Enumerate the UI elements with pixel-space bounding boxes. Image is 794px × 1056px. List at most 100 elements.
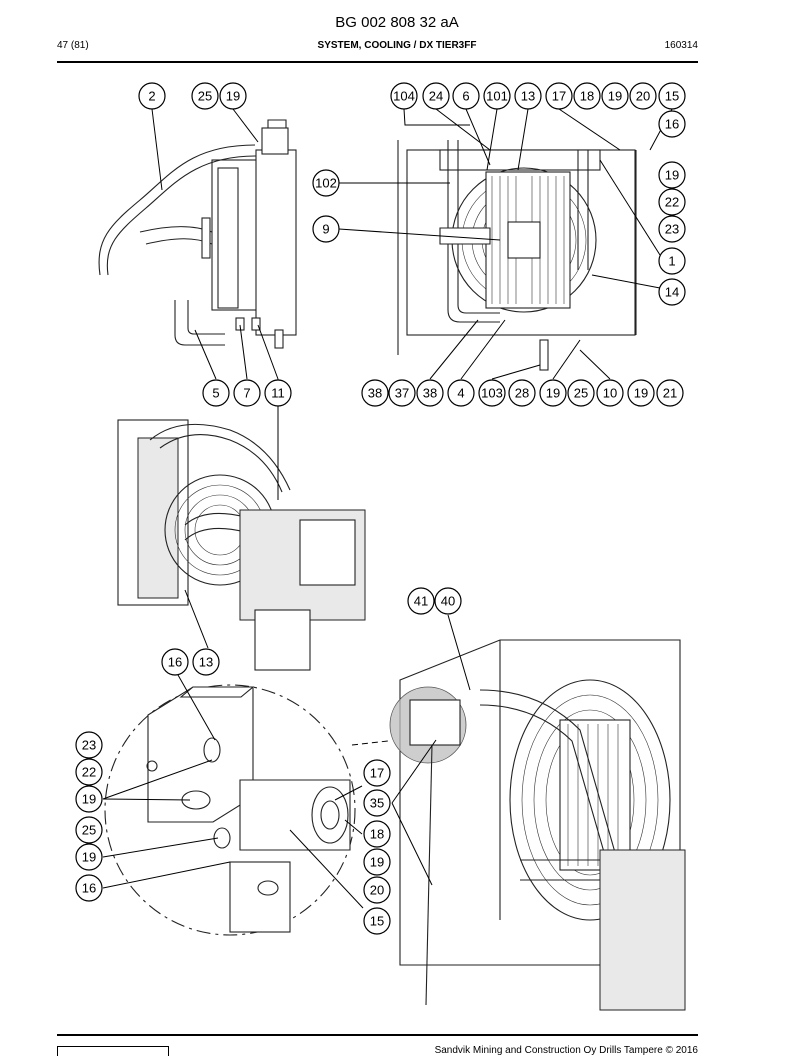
callout-c33: 10 bbox=[596, 379, 624, 407]
bracket-detail-view bbox=[104, 684, 389, 936]
callout-c25: 38 bbox=[361, 379, 389, 407]
callout-c27: 38 bbox=[416, 379, 444, 407]
svg-text:38: 38 bbox=[368, 386, 382, 401]
callout-c13: 15 bbox=[658, 82, 686, 110]
svg-text:22: 22 bbox=[665, 195, 679, 210]
callout-c41: 22 bbox=[75, 758, 103, 786]
svg-text:6: 6 bbox=[462, 89, 469, 104]
svg-text:20: 20 bbox=[636, 89, 650, 104]
callout-c18: 1 bbox=[658, 247, 686, 275]
callout-c43: 25 bbox=[75, 816, 103, 844]
svg-text:17: 17 bbox=[370, 766, 384, 781]
callout-c50: 20 bbox=[363, 876, 391, 904]
svg-text:16: 16 bbox=[168, 655, 182, 670]
svg-text:13: 13 bbox=[521, 89, 535, 104]
svg-text:18: 18 bbox=[580, 89, 594, 104]
callout-c42: 19 bbox=[75, 785, 103, 813]
callout-c48: 18 bbox=[363, 820, 391, 848]
svg-text:38: 38 bbox=[423, 386, 437, 401]
callout-c37: 40 bbox=[434, 587, 462, 615]
callout-c6: 6 bbox=[452, 82, 480, 110]
callout-c10: 18 bbox=[573, 82, 601, 110]
svg-text:101: 101 bbox=[486, 89, 508, 104]
svg-text:17: 17 bbox=[552, 89, 566, 104]
svg-text:19: 19 bbox=[82, 792, 96, 807]
callout-c19: 14 bbox=[658, 278, 686, 306]
svg-text:19: 19 bbox=[370, 855, 384, 870]
svg-text:40: 40 bbox=[441, 594, 455, 609]
callout-c17: 23 bbox=[658, 215, 686, 243]
leader-lines bbox=[102, 108, 673, 909]
callout-c16: 22 bbox=[658, 188, 686, 216]
revision-date: 160314 bbox=[664, 40, 698, 51]
svg-text:23: 23 bbox=[82, 738, 96, 753]
callout-c38: 16 bbox=[161, 648, 189, 676]
callout-c45: 16 bbox=[75, 874, 103, 902]
callout-c4: 104 bbox=[390, 82, 418, 110]
svg-text:28: 28 bbox=[515, 386, 529, 401]
callout-c11: 19 bbox=[601, 82, 629, 110]
svg-text:22: 22 bbox=[82, 765, 96, 780]
svg-text:104: 104 bbox=[393, 89, 415, 104]
callout-c3: 19 bbox=[219, 82, 247, 110]
sandvik-logo bbox=[57, 1046, 169, 1056]
svg-text:23: 23 bbox=[665, 222, 679, 237]
svg-text:10: 10 bbox=[603, 386, 617, 401]
callout-c5: 24 bbox=[422, 82, 450, 110]
callout-c35: 21 bbox=[656, 379, 684, 407]
svg-text:19: 19 bbox=[546, 386, 560, 401]
callout-c47: 35 bbox=[363, 789, 391, 817]
page-number: 47 (81) bbox=[57, 40, 89, 51]
callout-c32: 25 bbox=[567, 379, 595, 407]
svg-text:19: 19 bbox=[226, 89, 240, 104]
svg-text:15: 15 bbox=[370, 914, 384, 929]
callout-c40: 23 bbox=[75, 731, 103, 759]
callout-c15: 19 bbox=[658, 161, 686, 189]
svg-text:19: 19 bbox=[665, 168, 679, 183]
svg-text:16: 16 bbox=[665, 117, 679, 132]
footer-copyright: Sandvik Mining and Construction Oy Drill… bbox=[434, 1045, 698, 1056]
svg-text:16: 16 bbox=[82, 881, 96, 896]
svg-text:1: 1 bbox=[668, 254, 675, 269]
callout-c7: 101 bbox=[483, 82, 511, 110]
callout-c36: 41 bbox=[407, 587, 435, 615]
callout-c8: 13 bbox=[514, 82, 542, 110]
svg-text:24: 24 bbox=[429, 89, 443, 104]
callout-c1: 2 bbox=[138, 82, 166, 110]
header-rule bbox=[57, 61, 698, 63]
section-title: SYSTEM, COOLING / DX TIER3FF bbox=[317, 40, 477, 51]
svg-text:4: 4 bbox=[457, 386, 464, 401]
document-number: BG 002 808 32 aA bbox=[335, 14, 459, 31]
callout-c22: 5 bbox=[202, 379, 230, 407]
svg-text:37: 37 bbox=[395, 386, 409, 401]
callout-c30: 28 bbox=[508, 379, 536, 407]
callout-c24: 11 bbox=[264, 379, 292, 407]
svg-text:102: 102 bbox=[315, 176, 337, 191]
svg-text:35: 35 bbox=[370, 796, 384, 811]
callout-c31: 19 bbox=[539, 379, 567, 407]
svg-text:19: 19 bbox=[608, 89, 622, 104]
callout-c29: 103 bbox=[478, 379, 506, 407]
svg-text:19: 19 bbox=[82, 850, 96, 865]
svg-text:103: 103 bbox=[481, 386, 503, 401]
svg-text:25: 25 bbox=[574, 386, 588, 401]
callout-c12: 20 bbox=[629, 82, 657, 110]
callout-c44: 19 bbox=[75, 843, 103, 871]
svg-text:19: 19 bbox=[634, 386, 648, 401]
svg-text:13: 13 bbox=[199, 655, 213, 670]
callout-c26: 37 bbox=[388, 379, 416, 407]
callout-c34: 19 bbox=[627, 379, 655, 407]
callout-c46: 17 bbox=[363, 759, 391, 787]
svg-text:5: 5 bbox=[212, 386, 219, 401]
svg-text:25: 25 bbox=[82, 823, 96, 838]
callout-c2: 25 bbox=[191, 82, 219, 110]
callout-c51: 15 bbox=[363, 907, 391, 935]
callout-c49: 19 bbox=[363, 848, 391, 876]
callout-c20: 102 bbox=[312, 169, 340, 197]
svg-text:7: 7 bbox=[243, 386, 250, 401]
svg-text:20: 20 bbox=[370, 883, 384, 898]
svg-text:15: 15 bbox=[665, 89, 679, 104]
svg-text:41: 41 bbox=[414, 594, 428, 609]
radiator-front-view bbox=[397, 140, 637, 371]
